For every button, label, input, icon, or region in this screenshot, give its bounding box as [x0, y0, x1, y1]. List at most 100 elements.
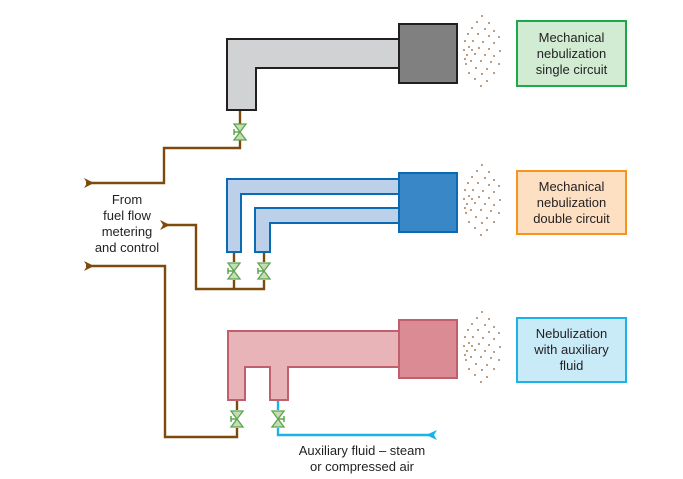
spray-dot: [471, 49, 473, 51]
spray-dot: [466, 54, 468, 56]
burner-head-single: [398, 23, 458, 84]
spray-dot: [498, 332, 500, 334]
spray-dot: [498, 185, 500, 187]
auxiliary-fluid-label: Auxiliary fluid – steam or compressed ai…: [298, 443, 426, 474]
spray-dot: [498, 36, 500, 38]
fuel-line-single: [86, 140, 242, 185]
spray-dot: [463, 198, 465, 200]
label-single-circuit: Mechanical nebulization single circuit: [516, 20, 627, 87]
spray-dot: [474, 227, 476, 229]
spray-dot: [480, 381, 482, 383]
source-label: From fuel flow metering and control: [94, 192, 160, 255]
spray-dot: [475, 67, 477, 69]
spray-dot: [470, 60, 472, 62]
spray-dot: [476, 21, 478, 23]
spray-dot: [471, 345, 473, 347]
spray-dot: [480, 356, 482, 358]
arrow-icon: [84, 178, 94, 188]
spray-dot: [481, 15, 483, 17]
spray-dot: [481, 164, 483, 166]
spray-dot: [484, 28, 486, 30]
spray-dot: [471, 323, 473, 325]
spray-dot: [499, 50, 501, 52]
burner-head-double: [398, 172, 458, 233]
arrow-icon: [84, 261, 94, 271]
spray-dot: [488, 197, 490, 199]
valve-icon[interactable]: [233, 123, 247, 141]
burner-inner-pipe-double: [254, 207, 401, 253]
valve-icon[interactable]: [230, 410, 244, 428]
spray-dot: [480, 60, 482, 62]
spray-dot: [467, 182, 469, 184]
spray-dot: [484, 350, 486, 352]
spray-dot: [466, 203, 468, 205]
spray-dot: [481, 311, 483, 313]
spray-dot: [482, 41, 484, 43]
valve-icon[interactable]: [271, 410, 285, 428]
spray-dot: [493, 30, 495, 32]
spray-dot: [465, 63, 467, 65]
spray-dot: [480, 85, 482, 87]
spray-dot: [488, 22, 490, 24]
spray-dot: [464, 354, 466, 356]
spray-dot: [488, 48, 490, 50]
spray-dot: [477, 33, 479, 35]
spray-dot: [474, 349, 476, 351]
spray-dot: [493, 326, 495, 328]
spray-dot: [472, 40, 474, 42]
spray-dot: [480, 234, 482, 236]
spray-dot: [488, 171, 490, 173]
spray-dot: [498, 359, 500, 361]
spray-dot: [468, 46, 470, 48]
spray-dot: [465, 212, 467, 214]
spray-dot: [464, 207, 466, 209]
spray-dot: [464, 189, 466, 191]
spray-dot: [486, 229, 488, 231]
spray-dot: [472, 336, 474, 338]
spray-dot: [468, 72, 470, 74]
spray-dot: [481, 369, 483, 371]
burner-body-single: [226, 38, 401, 111]
spray-dot: [482, 337, 484, 339]
spray-dot: [466, 350, 468, 352]
spray-dot: [484, 177, 486, 179]
spray-dot: [493, 42, 495, 44]
spray-dot: [486, 217, 488, 219]
spray-dot: [493, 368, 495, 370]
spray-dot: [474, 78, 476, 80]
spray-dot: [499, 346, 501, 348]
spray-dot: [498, 212, 500, 214]
spray-dot: [490, 210, 492, 212]
spray-dot: [471, 176, 473, 178]
spray-dot: [493, 191, 495, 193]
spray-dot: [488, 318, 490, 320]
spray-dot: [482, 190, 484, 192]
spray-dot: [465, 359, 467, 361]
spray-dot: [476, 317, 478, 319]
spray-dot: [480, 209, 482, 211]
spray-dot: [468, 195, 470, 197]
spray-dot: [484, 203, 486, 205]
spray-dot: [499, 199, 501, 201]
spray-dot: [478, 47, 480, 49]
spray-dot: [486, 376, 488, 378]
spray-dot: [486, 80, 488, 82]
spray-dot: [478, 343, 480, 345]
spray-dot: [481, 222, 483, 224]
label-auxiliary-fluid: Nebulization with auxiliary fluid: [516, 317, 627, 383]
spray-dot: [498, 63, 500, 65]
valve-icon[interactable]: [257, 262, 271, 280]
fuel-line-auxiliary: [86, 264, 239, 439]
arrow-icon: [160, 220, 170, 230]
spray-dot: [475, 363, 477, 365]
burner-head-auxiliary: [398, 319, 458, 379]
spray-dot: [488, 184, 490, 186]
valve-icon[interactable]: [227, 262, 241, 280]
spray-dot: [468, 221, 470, 223]
spray-dot: [481, 73, 483, 75]
spray-dot: [493, 221, 495, 223]
spray-dot: [484, 324, 486, 326]
spray-dot: [490, 61, 492, 63]
spray-dot: [475, 216, 477, 218]
spray-dot: [493, 351, 495, 353]
